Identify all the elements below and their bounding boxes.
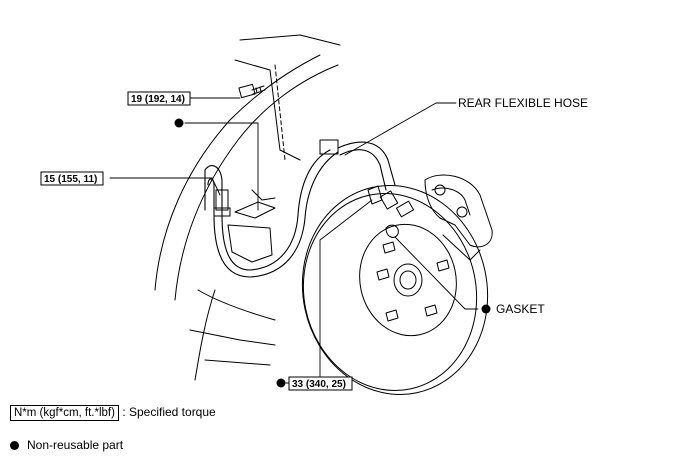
hose-fittings xyxy=(213,139,415,218)
callout-torque-19: 19 (192, 14) xyxy=(127,91,191,106)
nonreusable-dot-icon xyxy=(481,304,491,314)
label-rear-flexible-hose: REAR FLEXIBLE HOSE xyxy=(458,96,588,110)
hose-bracket xyxy=(227,189,276,263)
bolt-19 xyxy=(238,83,266,99)
svg-text:19 (192, 14): 19 (192, 14) xyxy=(131,94,185,105)
legend-torque-box: N*m (kgf*cm, ft.*lbf) xyxy=(10,405,119,421)
svg-text:15 (155, 11): 15 (155, 11) xyxy=(44,174,97,185)
leader-lines xyxy=(109,97,479,384)
nonreusable-dot-icon xyxy=(174,118,184,128)
wheel-arch xyxy=(154,34,341,381)
brake-caliper xyxy=(424,174,493,261)
legend-nonreusable-text: Non-reusable part xyxy=(27,438,124,452)
legend-torque-text: : Specified torque xyxy=(122,405,216,419)
callout-torque-15: 15 (155, 11) xyxy=(40,171,104,186)
label-gasket: GASKET xyxy=(496,302,545,316)
rear-flexible-hose-line xyxy=(204,141,396,278)
nonreusable-dot-icon xyxy=(10,441,19,451)
legend-nonreusable: Non-reusable part xyxy=(10,438,123,452)
svg-text:33 (340, 25): 33 (340, 25) xyxy=(292,379,346,390)
callout-torque-33: 33 (340, 25) xyxy=(288,376,353,391)
union-bolt-33 xyxy=(367,185,399,238)
nonreusable-dot-icon xyxy=(276,378,286,388)
legend-torque: N*m (kgf*cm, ft.*lbf) : Specified torque xyxy=(10,405,216,421)
